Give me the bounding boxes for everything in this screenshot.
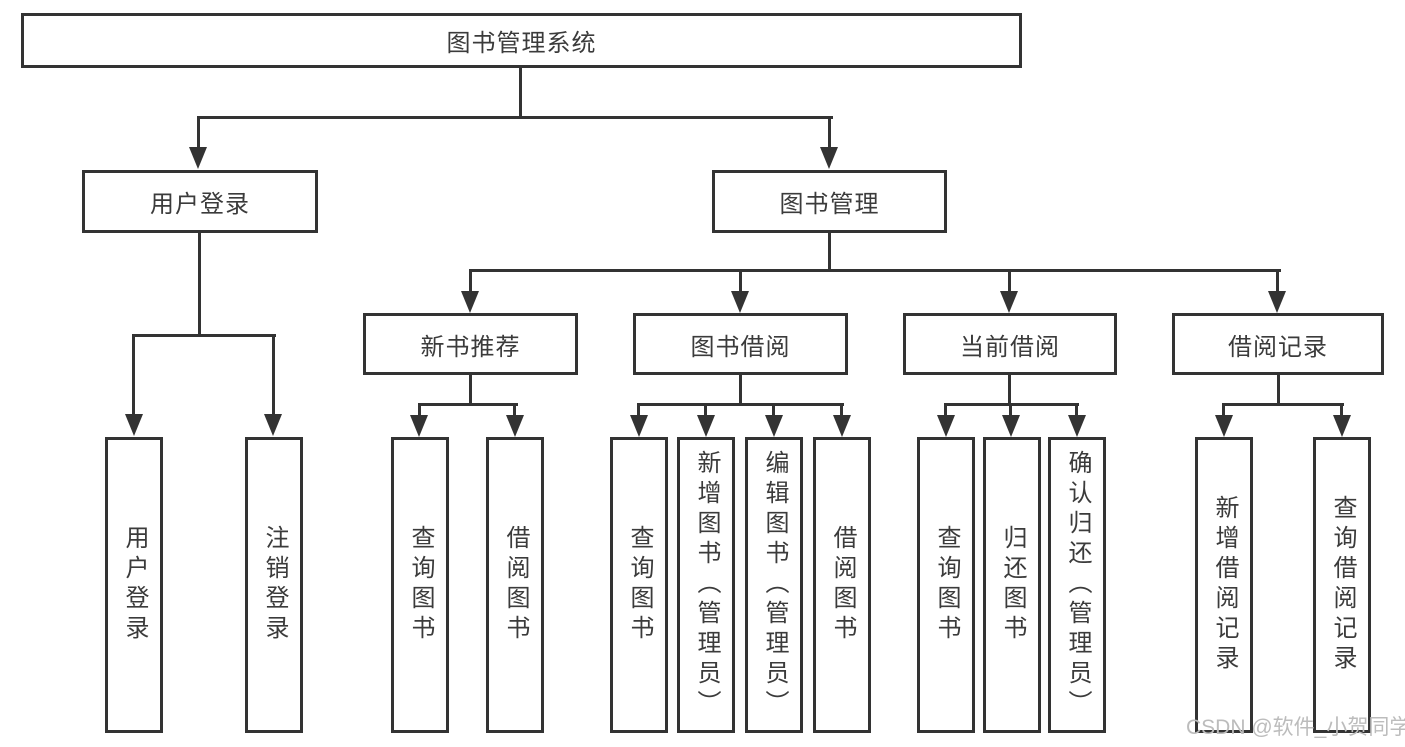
arrow-down-icon [731, 291, 749, 313]
connector-vline [1277, 375, 1280, 406]
connector-vline [739, 269, 742, 293]
connector-vline [1008, 375, 1011, 406]
arrow-down-icon [697, 415, 715, 437]
arrow-down-icon [125, 414, 143, 436]
arrow-down-icon [506, 415, 524, 437]
connector-vline [1222, 403, 1225, 417]
arrow-down-icon [461, 291, 479, 313]
arrow-down-icon [630, 415, 648, 437]
arrow-down-icon [765, 415, 783, 437]
leaf-logout: 注销登录 [245, 437, 303, 733]
connector-vline [469, 269, 472, 293]
leaf-borrow-books-1: 借阅图书 [486, 437, 544, 733]
arrow-down-icon [937, 415, 955, 437]
connector-vline [944, 403, 947, 417]
connector-vline [704, 403, 707, 417]
watermark: CSDN @软件_小贺同学 [1186, 716, 1405, 739]
connector-vline [132, 334, 135, 415]
leaf-return-books: 归还图书 [983, 437, 1041, 733]
node-user-login: 用户登录 [82, 170, 318, 233]
connector-vline [1075, 403, 1078, 417]
arrow-down-icon [833, 415, 851, 437]
leaf-edit-books-admin: 编辑图书（管理员） [745, 437, 803, 733]
connector-hline [418, 403, 518, 406]
connector-vline [739, 375, 742, 406]
arrow-down-icon [1215, 415, 1233, 437]
leaf-confirm-return-admin: 确认归还（管理员） [1048, 437, 1106, 733]
arrow-down-icon [820, 147, 838, 169]
leaf-add-borrow-record: 新增借阅记录 [1195, 437, 1253, 733]
connector-vline [198, 233, 201, 337]
connector-vline [840, 403, 843, 417]
connector-vline [828, 233, 831, 272]
connector-vline [197, 116, 200, 148]
node-borrow-records: 借阅记录 [1172, 313, 1384, 375]
connector-hline [1222, 403, 1344, 406]
arrow-down-icon [1333, 415, 1351, 437]
leaf-query-borrow-record: 查询借阅记录 [1313, 437, 1371, 733]
connector-vline [1276, 269, 1279, 293]
connector-hline [637, 403, 844, 406]
connector-vline [519, 68, 522, 118]
node-new-book-recommend: 新书推荐 [363, 313, 578, 375]
connector-hline [469, 269, 1281, 272]
connector-vline [772, 403, 775, 417]
connector-vline [418, 403, 421, 417]
arrow-down-icon [1268, 291, 1286, 313]
connector-vline [469, 375, 472, 406]
connector-vline [272, 334, 275, 415]
node-current-borrowing: 当前借阅 [903, 313, 1117, 375]
leaf-query-books-3: 查询图书 [917, 437, 975, 733]
connector-hline [197, 116, 833, 119]
connector-vline [513, 403, 516, 417]
leaf-query-books-2: 查询图书 [610, 437, 668, 733]
leaf-user-login: 用户登录 [105, 437, 163, 733]
connector-vline [637, 403, 640, 417]
connector-vline [1008, 269, 1011, 293]
connector-vline [1009, 403, 1012, 417]
connector-vline [828, 116, 831, 148]
leaf-query-books-1: 查询图书 [391, 437, 449, 733]
node-library-system: 图书管理系统 [21, 13, 1022, 68]
connector-hline [132, 334, 276, 337]
arrow-down-icon [410, 415, 428, 437]
leaf-add-books-admin: 新增图书（管理员） [677, 437, 735, 733]
arrow-down-icon [1002, 415, 1020, 437]
arrow-down-icon [189, 147, 207, 169]
arrow-down-icon [1068, 415, 1086, 437]
node-book-management: 图书管理 [712, 170, 947, 233]
leaf-borrow-books-2: 借阅图书 [813, 437, 871, 733]
arrow-down-icon [264, 414, 282, 436]
arrow-down-icon [1000, 291, 1018, 313]
node-book-borrowing: 图书借阅 [633, 313, 848, 375]
connector-vline [1340, 403, 1343, 417]
